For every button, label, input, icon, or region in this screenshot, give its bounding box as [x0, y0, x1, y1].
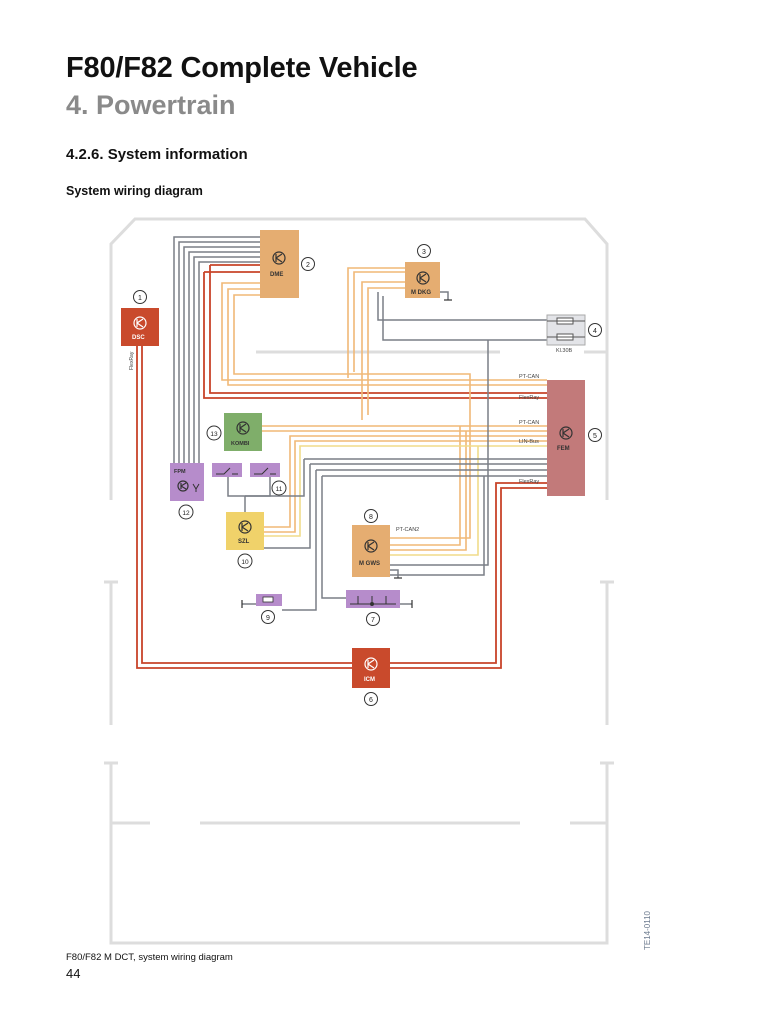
svg-text:1: 1 — [138, 295, 142, 302]
callout-8: 8 — [364, 509, 378, 523]
callout-10: 10 — [237, 553, 253, 569]
switch-icon — [350, 596, 396, 606]
transistor-icon — [364, 657, 378, 671]
callout-4: 4 — [588, 323, 602, 337]
svg-text:6: 6 — [369, 697, 373, 704]
pt-can2-label: PT-CAN2 — [396, 527, 419, 533]
callout-13: 13 — [206, 425, 222, 441]
fem-module: FEM — [547, 380, 585, 496]
flexray-dsc-label: FlexRay — [129, 351, 135, 370]
transistor-icon — [238, 520, 252, 534]
kombi-label: KOMBI — [231, 441, 250, 447]
diagram-heading: System wiring diagram — [66, 184, 203, 198]
svg-text:9: 9 — [266, 615, 270, 622]
svg-text:13: 13 — [210, 431, 218, 438]
m-gws-label: M GWS — [359, 561, 380, 567]
svg-text:7: 7 — [371, 617, 375, 624]
flexray-wires — [136, 264, 547, 669]
svg-text:12: 12 — [182, 510, 190, 517]
fuse-box-kl30b — [546, 314, 586, 346]
callout-3: 3 — [417, 244, 431, 258]
antenna-icon — [192, 483, 200, 492]
flexray-label: FlexRay — [519, 395, 539, 401]
icm-module: ICM — [352, 648, 390, 688]
chapter-title: 4. Powertrain — [66, 90, 236, 120]
transistor-icon — [177, 480, 189, 492]
transistor-icon — [133, 316, 147, 330]
m-gws-module: M GWS — [352, 525, 390, 577]
fpm-module: FPM — [170, 463, 204, 501]
svg-text:11: 11 — [276, 486, 283, 493]
dme-label: DME — [270, 272, 283, 278]
dsc-label: DSC — [132, 335, 145, 341]
callout-5: 5 — [588, 428, 602, 442]
vehicle-outline — [104, 217, 614, 945]
transistor-icon — [416, 271, 430, 285]
transistor-icon — [236, 421, 250, 435]
callout-6: 6 — [364, 692, 378, 706]
kombi-module: KOMBI — [224, 413, 262, 451]
pt-can-wires — [221, 267, 547, 551]
transistor-icon — [364, 539, 378, 553]
callout-2: 2 — [301, 257, 315, 271]
pt-can-label: PT-CAN — [519, 374, 539, 380]
transistor-icon — [272, 251, 286, 265]
svg-text:8: 8 — [369, 514, 373, 521]
icm-label: ICM — [364, 677, 375, 683]
svg-text:10: 10 — [241, 559, 249, 566]
flexray-label: FlexRay — [519, 479, 539, 485]
pt-can-label: PT-CAN — [519, 420, 539, 426]
sensor-9 — [256, 594, 282, 606]
szl-module: SZL — [226, 512, 264, 550]
lin-bus-label: LIN-Bus — [519, 439, 539, 445]
switch-cluster-11 — [212, 463, 280, 477]
svg-text:4: 4 — [593, 328, 597, 335]
callout-12: 12 — [178, 504, 194, 520]
szl-label: SZL — [238, 539, 250, 545]
svg-text:2: 2 — [306, 262, 310, 269]
fem-label: FEM — [557, 446, 570, 452]
image-code: TE14-0110 — [643, 910, 652, 950]
transistor-icon — [559, 426, 573, 440]
svg-text:5: 5 — [593, 433, 597, 440]
figure-caption: F80/F82 M DCT, system wiring diagram — [66, 952, 233, 963]
ground-icon — [241, 299, 452, 608]
callout-9: 9 — [261, 610, 275, 624]
kl30b-label: Kl.30B — [556, 348, 573, 354]
svg-text:3: 3 — [422, 249, 426, 256]
lin-bus-wires — [264, 445, 547, 556]
section-heading: 4.2.6. System information — [66, 146, 248, 163]
page-number: 44 — [66, 966, 81, 981]
fpm-label: FPM — [174, 469, 186, 475]
callout-7: 7 — [366, 612, 380, 626]
document-title: F80/F82 Complete Vehicle — [66, 52, 418, 84]
callout-11: 11 — [271, 480, 287, 496]
dsc-module: DSC — [121, 308, 159, 346]
callout-1: 1 — [133, 290, 147, 304]
switch-icon — [216, 467, 276, 475]
gray-wires — [173, 236, 547, 611]
m-dkg-label: M DKG — [411, 290, 431, 296]
